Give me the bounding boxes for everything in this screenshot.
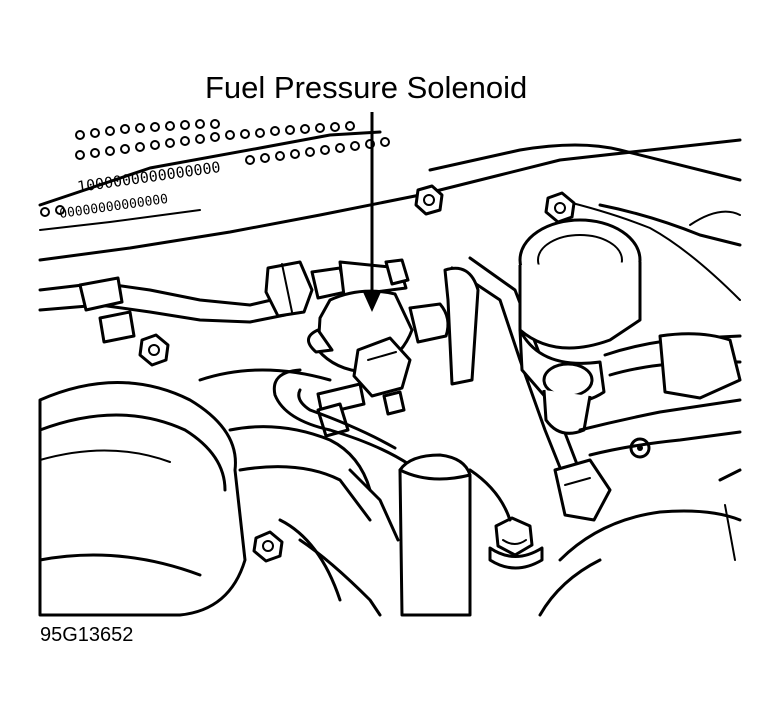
figure-id: 95G13652: [40, 624, 134, 646]
bolt-upper-right: [544, 191, 576, 224]
cover-embossing-row2: 00000000000000: [58, 192, 169, 222]
air-cleaner-housing: [38, 381, 247, 617]
reservoir-canister: [518, 218, 642, 435]
fender-outline: [428, 143, 742, 301]
cover-dot-pattern: [40, 119, 390, 217]
callout-label: Fuel Pressure Solenoid: [205, 70, 528, 105]
bolt-lower-center: [488, 516, 544, 570]
bolt-upper-left: [414, 184, 444, 216]
callout-leader: [363, 112, 381, 312]
bolt-lower-left: [252, 530, 284, 563]
fuel-rail-cover: 1000000000000000 00000000000000: [38, 119, 742, 262]
cover-embossing-row1: 1000000000000000: [76, 158, 222, 196]
bolt-left: [138, 333, 170, 367]
vacuum-hose: [272, 368, 417, 482]
fuel-line-left: [38, 276, 287, 344]
bolt-right: [629, 437, 651, 459]
lower-right-housing: [538, 468, 742, 617]
throttle-body: [198, 368, 512, 617]
fuel-pressure-solenoid: [307, 289, 450, 438]
right-side-tubes: [578, 332, 742, 457]
rubber-hose: [398, 453, 472, 617]
fitting-nut: [264, 258, 410, 318]
